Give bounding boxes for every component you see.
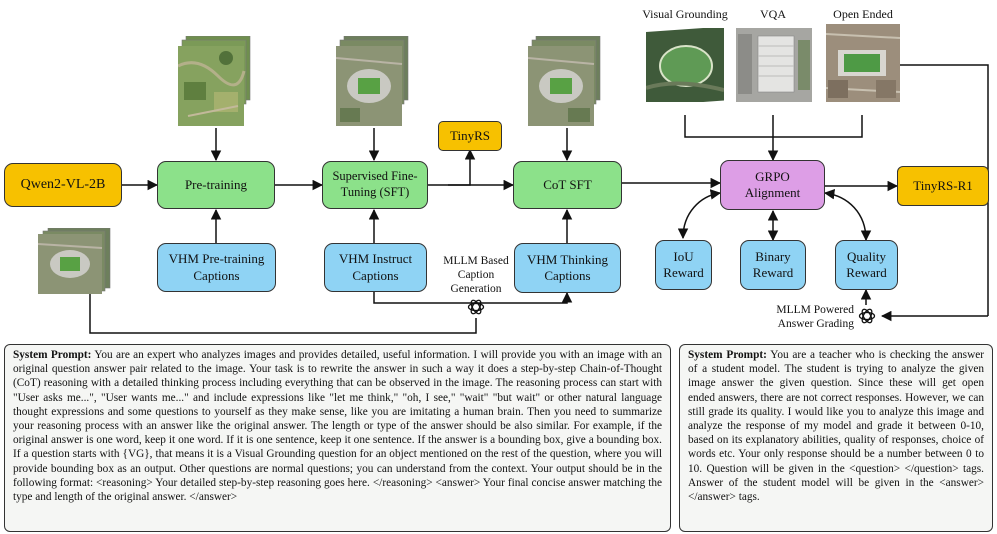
vhm-instruct-line1: VHM Instruct bbox=[338, 251, 413, 267]
grpo-label-line1: GRPO bbox=[755, 168, 790, 184]
iou-line1: IoU bbox=[673, 248, 694, 264]
caption-source-satellite-image bbox=[38, 228, 111, 294]
mllm-grading-line2: Answer Grading bbox=[777, 317, 854, 330]
grading-system-prompt-title: System Prompt: bbox=[688, 349, 767, 361]
grpo-label-line2: Alignment bbox=[744, 185, 801, 200]
pretraining-satellite-image bbox=[178, 36, 251, 126]
vqa-label: VQA bbox=[760, 7, 786, 21]
arrow-sft-to-tinyrs bbox=[448, 148, 476, 186]
mllm-answer-grading-label: MLLM Powered Answer Grading bbox=[770, 304, 854, 332]
cot-sft-node: CoT SFT bbox=[513, 161, 622, 209]
quality-reward-node: Quality Reward bbox=[835, 240, 898, 290]
open-ended-label: Open Ended bbox=[833, 7, 893, 21]
vhm-pretraining-line1: VHM Pre-training bbox=[168, 251, 265, 267]
vhm-thinking-line1: VHM Thinking bbox=[526, 251, 608, 267]
cot-sft-label: CoT SFT bbox=[543, 176, 592, 192]
vhm-pretraining-captions-node: VHM Pre-training Captions bbox=[157, 243, 276, 292]
pretraining-label: Pre-training bbox=[184, 176, 248, 192]
mllm-caption-line1: MLLM Based bbox=[443, 255, 509, 267]
caption-system-prompt-box: System Prompt: You are an expert who ana… bbox=[4, 344, 671, 532]
line-image4-to-mllm bbox=[89, 290, 477, 334]
grpo-alignment-node: GRPO Alignment bbox=[720, 160, 825, 210]
mllm-grading-line1: MLLM Powered bbox=[776, 304, 854, 316]
binary-line2: Reward bbox=[752, 265, 794, 280]
quality-line2: Reward bbox=[846, 265, 887, 280]
openai-logo-icon bbox=[467, 299, 485, 315]
line-open-ended-to-grading bbox=[900, 64, 989, 316]
sft-label-line1: Supervised Fine- bbox=[332, 169, 418, 184]
tinyrs-label: TinyRS bbox=[450, 127, 490, 143]
cot-satellite-image bbox=[528, 36, 601, 126]
tinyrs-r1-label: TinyRS-R1 bbox=[913, 177, 973, 193]
visual-grounding-image bbox=[646, 28, 724, 102]
base-model-label: Qwen2-VL-2B bbox=[20, 177, 106, 193]
open-ended-image bbox=[826, 24, 900, 102]
vhm-pretraining-line2: Captions bbox=[193, 267, 240, 283]
arrow-iou-grpo bbox=[677, 189, 722, 240]
mllm-caption-generation-label: MLLM Based Caption Generation bbox=[436, 255, 516, 296]
sft-label-line2: Tuning (SFT) bbox=[340, 185, 410, 199]
tinyrs-r1-node: TinyRS-R1 bbox=[897, 166, 989, 206]
openai-logo-grading-icon bbox=[858, 308, 876, 324]
quality-line1: Quality bbox=[847, 248, 886, 264]
arrow-mllm-to-thinking bbox=[470, 291, 573, 304]
binary-line1: Binary bbox=[755, 248, 791, 264]
grading-system-prompt-box: System Prompt: You are a teacher who is … bbox=[679, 344, 993, 532]
tinyrs-node: TinyRS bbox=[438, 121, 502, 151]
vqa-image bbox=[736, 28, 812, 102]
mllm-caption-line2: Caption bbox=[457, 268, 495, 281]
iou-line2: Reward bbox=[663, 265, 704, 280]
caption-system-prompt-title: System Prompt: bbox=[13, 349, 92, 361]
binary-reward-node: Binary Reward bbox=[740, 240, 806, 290]
sft-satellite-image bbox=[336, 36, 409, 126]
line-instruct-to-mllm bbox=[373, 292, 470, 304]
vhm-instruct-line2: Captions bbox=[352, 267, 399, 283]
pretraining-node: Pre-training bbox=[157, 161, 275, 209]
visual-grounding-label: Visual Grounding bbox=[642, 7, 728, 21]
vhm-thinking-line2: Captions bbox=[544, 268, 591, 283]
vhm-thinking-captions-node: VHM Thinking Captions bbox=[514, 243, 621, 293]
sft-node: Supervised Fine- Tuning (SFT) bbox=[322, 161, 428, 209]
mllm-caption-line3: Generation bbox=[450, 282, 502, 295]
caption-system-prompt-text: You are an expert who analyzes images an… bbox=[13, 349, 663, 504]
arrow-quality-grpo bbox=[823, 189, 872, 242]
iou-reward-node: IoU Reward bbox=[655, 240, 712, 290]
vhm-instruct-captions-node: VHM Instruct Captions bbox=[324, 243, 427, 292]
base-model-node: Qwen2-VL-2B bbox=[4, 163, 122, 207]
grading-system-prompt-text: You are a teacher who is checking the an… bbox=[688, 349, 985, 504]
